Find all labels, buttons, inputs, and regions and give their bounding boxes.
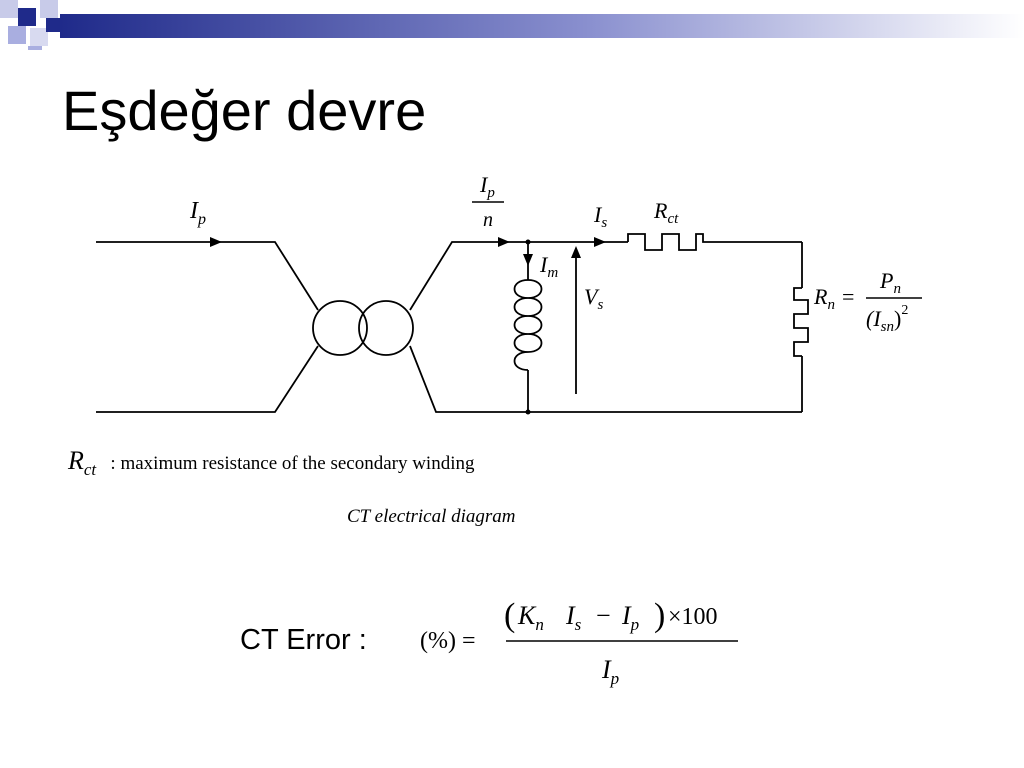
magnetizing-inductor-symbol [513, 279, 543, 371]
svg-text:×100: ×100 [668, 604, 718, 630]
header-bar [0, 0, 1024, 50]
svg-text:Rct: Rct [653, 198, 679, 227]
rct-description: : maximum resistance of the secondary wi… [110, 453, 475, 474]
burden-resistor-symbol [793, 287, 809, 357]
rct-definition: Rct : maximum resistance of the secondar… [68, 446, 475, 479]
svg-text:(%) =: (%) = [420, 628, 476, 654]
ratio-current-arrow [498, 237, 510, 247]
magnetizing-current-arrow [523, 254, 533, 266]
svg-text:Is: Is [593, 202, 607, 231]
diagram-caption: CT electrical diagram [347, 506, 516, 527]
svg-text:Rn: Rn [813, 284, 835, 313]
secondary-voltage-arrowhead [571, 246, 581, 258]
svg-text:Ip: Ip [601, 655, 619, 688]
svg-text:): ) [654, 597, 665, 634]
svg-text:Im: Im [539, 252, 558, 281]
header-gradient-band [60, 14, 1024, 38]
svg-text:Ip: Ip [479, 172, 495, 201]
primary-current-arrow [210, 237, 222, 247]
slide-title: Eşdeğer devre [62, 79, 427, 142]
corner-squares-logo [0, 0, 60, 50]
rct-symbol: R [68, 446, 84, 475]
secondary-bottom-wire [409, 345, 802, 413]
svg-text:Pn: Pn [879, 268, 901, 297]
primary-top-wire [96, 241, 319, 311]
svg-text:(Isn)2: (Isn)2 [866, 303, 908, 335]
svg-text:(: ( [504, 597, 515, 634]
ct-error-formula: (%) = ( Kn Is − Ip ) ×100 Ip [420, 597, 738, 688]
svg-text:Is: Is [565, 601, 582, 634]
svg-text:Kn: Kn [517, 601, 544, 634]
ct-error-label: CT Error : [240, 624, 367, 656]
svg-text:n: n [483, 209, 493, 231]
svg-text:Ip: Ip [189, 198, 206, 228]
svg-text:−: − [596, 601, 611, 630]
ct-core-right [358, 300, 414, 356]
winding-resistance-symbol [627, 233, 802, 251]
ct-core-left [312, 300, 368, 356]
svg-text:Ip: Ip [621, 601, 639, 634]
secondary-current-arrow [594, 237, 606, 247]
svg-text:=: = [842, 284, 854, 309]
svg-text:Vs: Vs [584, 284, 603, 313]
secondary-top-wire [409, 241, 628, 311]
primary-bottom-wire [96, 345, 319, 413]
ct-circuit-diagram: Ip Ip n Is Im Vs Rct Rn = Pn (Isn)2 [96, 172, 922, 415]
